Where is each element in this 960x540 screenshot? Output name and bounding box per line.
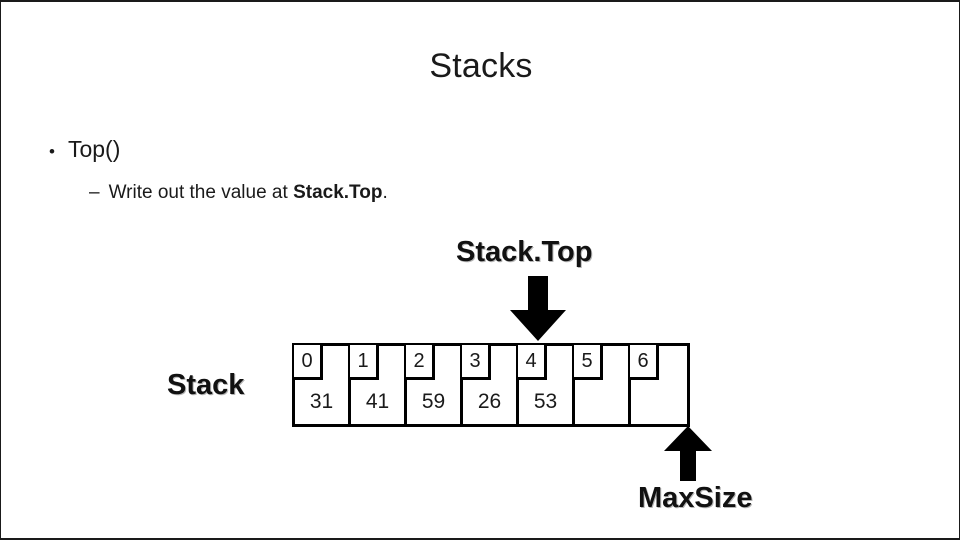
array-cell-value: 41: [365, 390, 390, 413]
array-cell-index: 2: [406, 345, 435, 380]
array-cell-value: 59: [421, 390, 446, 413]
array-cell[interactable]: 6: [630, 345, 687, 424]
array-cell-index: 0: [294, 345, 323, 380]
array-cell-index: 5: [574, 345, 603, 380]
bullet-level1-label: Top(): [67, 136, 121, 162]
array-cell-index: 6: [630, 345, 659, 380]
array-cell-value: 31: [309, 390, 334, 413]
bullet-level2: – Write out the value at Stack.Top.: [89, 182, 388, 204]
array-cell-index: 3: [462, 345, 491, 380]
array-cell[interactable]: 0 31: [294, 345, 351, 424]
arrow-up-icon: [663, 426, 713, 487]
array-cell-value: [631, 384, 687, 420]
array-cell-value: [575, 384, 628, 420]
bullet-dash-icon: –: [89, 182, 100, 203]
bullet-level2-emphasis: Stack.Top: [293, 182, 383, 203]
array-cell[interactable]: 5: [574, 345, 631, 424]
stack-array: 0 31 1 41 2 59 3 26 4 53 5 6: [292, 343, 690, 427]
array-cell-value: 53: [533, 390, 558, 413]
max-size-label: MaxSize: [638, 482, 753, 514]
array-cell[interactable]: 2 59: [406, 345, 463, 424]
arrow-down-icon: [509, 276, 567, 347]
array-cell[interactable]: 3 26: [462, 345, 519, 424]
array-cell[interactable]: 1 41: [350, 345, 407, 424]
bullet-level2-suffix: .: [382, 182, 388, 203]
bullet-level2-prefix: Write out the value at: [108, 182, 294, 203]
array-cell[interactable]: 4 53: [518, 345, 575, 424]
bullet-level1: • Top(): [49, 136, 120, 163]
bullet-dot-icon: •: [49, 142, 55, 161]
stack-label: Stack: [167, 369, 245, 401]
array-cell-index: 4: [518, 345, 547, 380]
stack-top-label: Stack.Top: [456, 236, 593, 268]
array-cell-value: 26: [477, 390, 502, 413]
page-title: Stacks: [429, 47, 533, 85]
bullet-level2-label: Write out the value at Stack.Top.: [109, 182, 388, 204]
array-cell-index: 1: [350, 345, 379, 380]
